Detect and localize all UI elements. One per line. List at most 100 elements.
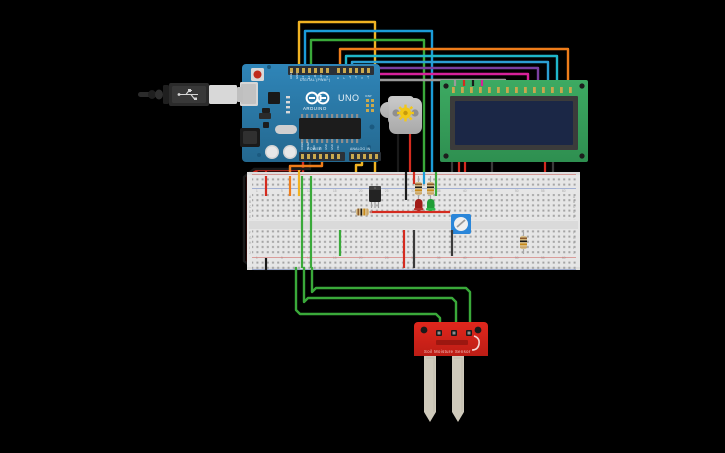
svg-text:15: 15 <box>333 256 337 260</box>
sensor-prong-left-shade <box>426 357 435 412</box>
resistor-r1-band4 <box>366 208 369 216</box>
svg-text:5: 5 <box>281 189 283 193</box>
lcd-display[interactable] <box>440 80 588 162</box>
transistor-q1[interactable] <box>369 186 381 208</box>
icsp-header[interactable] <box>366 99 374 112</box>
wire-sensor-sig[interactable] <box>294 266 442 336</box>
resistor-r1[interactable] <box>351 208 372 216</box>
sensor-pin-header[interactable] <box>436 330 472 336</box>
svg-text:20: 20 <box>359 256 363 260</box>
svg-text:60: 60 <box>562 189 566 193</box>
svg-text:1: 1 <box>256 189 258 193</box>
svg-text:C: C <box>249 205 252 209</box>
led-red-flange <box>414 208 424 211</box>
resistor-r4-band3 <box>520 243 527 246</box>
led-green[interactable] <box>426 199 436 211</box>
mount-hole-3 <box>257 153 261 157</box>
svg-text:30: 30 <box>411 256 415 260</box>
digital-header-label: DIGITAL (PWM~) <box>300 78 330 82</box>
svg-text:1: 1 <box>256 256 258 260</box>
svg-text:55: 55 <box>541 189 545 193</box>
resistor-r4-band2 <box>520 240 527 243</box>
ic-chip-tiny <box>262 108 270 113</box>
resistor-r2[interactable] <box>415 176 422 200</box>
usb-neck <box>163 85 169 104</box>
svg-text:G: G <box>573 236 576 240</box>
svg-text:J: J <box>573 251 575 255</box>
field-upper-holes[interactable] <box>252 194 576 220</box>
icsp-label: ICSP <box>365 94 372 98</box>
soil-moisture-sensor[interactable]: Soil Moisture Sensor <box>414 322 488 422</box>
resistor-r3-band3 <box>427 189 434 192</box>
wire-sensor-vcc[interactable] <box>302 266 458 336</box>
led-red[interactable] <box>414 199 424 211</box>
svg-text:F: F <box>573 231 575 235</box>
sensor-prong-right-shade <box>454 357 463 412</box>
resistor-r3[interactable] <box>427 176 434 200</box>
svg-text:F: F <box>249 231 251 235</box>
svg-text:~10: ~10 <box>319 74 323 79</box>
svg-text:H: H <box>573 241 576 245</box>
svg-text:~5: ~5 <box>354 75 358 79</box>
arduino-model: UNO <box>338 93 360 103</box>
usb-plug-tip <box>237 87 243 102</box>
power-pin-labels: IOREF RESET 3V3 5V GND GND VIN <box>300 141 340 150</box>
power-jack-inner <box>243 131 257 144</box>
dc-motor[interactable] <box>380 96 422 172</box>
svg-text:10: 10 <box>307 256 311 260</box>
lcd-pin-header[interactable] <box>452 87 572 93</box>
usb-plug-shell <box>209 85 237 104</box>
sensor-silk-arc <box>471 335 480 351</box>
resistor-r3-band2 <box>427 186 434 189</box>
transistor-hole <box>373 186 377 190</box>
row-labels: ABC DE FGH IJ ABC DE FGH IJ <box>249 195 576 255</box>
usb-cable[interactable] <box>138 83 243 106</box>
svg-text:VIN: VIN <box>336 146 340 150</box>
lcd-screen <box>455 101 573 145</box>
svg-text:45: 45 <box>489 189 493 193</box>
capacitor-2-top <box>284 146 296 158</box>
svg-text:C: C <box>573 205 576 209</box>
arduino-wordmark: ARDUINO <box>303 106 327 111</box>
sensor-label: Soil Moisture Sensor <box>424 349 471 354</box>
svg-text:RESET: RESET <box>306 141 310 150</box>
resistor-r2-band4 <box>415 192 422 195</box>
svg-text:GND: GND <box>295 73 299 79</box>
wire-sensor-gnd[interactable] <box>310 266 472 336</box>
atmega-pins <box>301 114 359 143</box>
mount-hole-4 <box>367 145 371 149</box>
resistor-r1-band1 <box>357 208 360 216</box>
sensor-prong-right <box>452 356 464 422</box>
regulator <box>259 113 271 119</box>
sensor-silk-block <box>436 340 468 345</box>
svg-text:12: 12 <box>307 75 311 79</box>
atmega-chip <box>299 118 361 139</box>
svg-text:5V: 5V <box>318 147 322 150</box>
resistor-r3-body <box>427 182 434 195</box>
resistor-r3-band4 <box>427 192 434 195</box>
capacitor-1-top <box>266 146 278 158</box>
svg-text:GND: GND <box>330 144 334 150</box>
sensor-mount-hole-left <box>420 326 428 334</box>
svg-text:8: 8 <box>336 77 340 79</box>
resistor-r4-band1 <box>520 237 527 240</box>
svg-text:A: A <box>249 195 252 199</box>
resistor-r4[interactable] <box>520 230 527 254</box>
svg-text:~6: ~6 <box>348 75 352 79</box>
arduino-uno-board[interactable]: ARDUINO UNO DIGITAL (PWM~) POWER ANALOG … <box>240 64 381 162</box>
svg-text:H: H <box>249 241 252 245</box>
svg-text:7: 7 <box>342 77 346 79</box>
usb-strain-relief-2 <box>155 89 163 100</box>
smd-part <box>263 122 269 128</box>
potentiometer[interactable] <box>451 214 471 234</box>
power-header-label: POWER <box>307 147 322 151</box>
svg-text:~3: ~3 <box>366 75 370 79</box>
potentiometer-slot <box>456 219 466 228</box>
usb-jack-inner <box>241 84 256 104</box>
resistor-r2-band1 <box>415 183 422 186</box>
reset-button[interactable] <box>253 70 262 79</box>
digital-pin-labels: AREF GND 13 12 ~11 ~10 ~9 8 7 ~6 ~5 4 ~3 <box>289 71 370 79</box>
digital-header-pins <box>290 68 370 73</box>
resistor-r2-body <box>415 182 422 195</box>
